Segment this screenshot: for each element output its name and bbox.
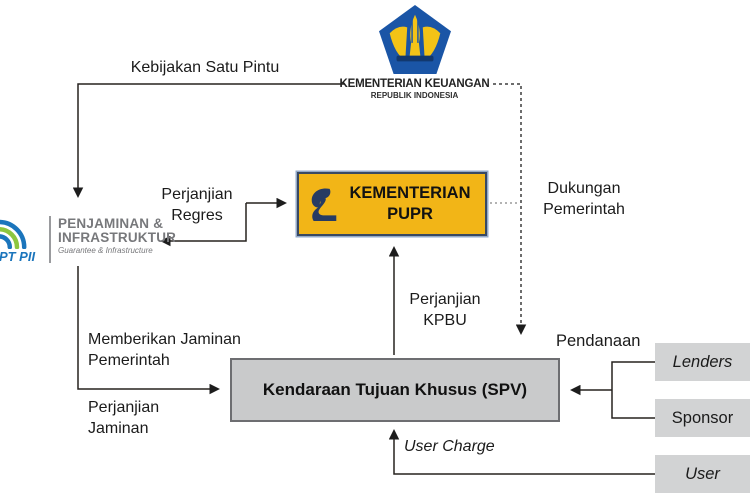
label-perjanjian-regres: Perjanjian Regres (161, 186, 233, 225)
node-spv: Kendaraan Tujuan Khusus (SPV) (230, 358, 560, 422)
kemenkeu-block: KEMENTERIAN KEUANGAN REPUBLIK INDONESIA (332, 4, 497, 100)
kemenkeu-logo-icon (378, 4, 451, 75)
ptpii-divider (49, 216, 51, 263)
node-sponsor: Sponsor (655, 399, 750, 437)
node-user: User (655, 455, 750, 493)
kemenkeu-title: KEMENTERIAN KEUANGAN (339, 78, 490, 90)
node-lenders: Lenders (655, 343, 750, 381)
pupr-label: KEMENTERIAN PUPR (349, 184, 471, 223)
label-pendanaan: Pendanaan (556, 332, 641, 350)
ptpii-abbr: PT PII (0, 249, 36, 264)
ptpii-tagline: Guarantee & Infrastructure (58, 246, 153, 256)
ptpii-logo: PT PII (0, 213, 46, 265)
label-kebijakan-satu-pintu: Kebijakan Satu Pintu (130, 59, 280, 76)
connector-dukungan-dashed-arrow (493, 83, 527, 335)
ptpii-name: PENJAMINAN & INFRASTRUKTUR (58, 216, 177, 246)
pupr-logo-icon (311, 188, 337, 221)
label-dukungan-pemerintah: Dukungan Pemerintah (543, 180, 625, 219)
label-perjanjian-jaminan: Perjanjian Jaminan (88, 399, 160, 438)
ptpii-logo-icon (0, 219, 27, 249)
kemenkeu-subtitle: REPUBLIK INDONESIA (370, 91, 459, 100)
label-user-charge: User Charge (404, 438, 495, 455)
connector-lenders-sponsor-bracket (611, 361, 655, 419)
node-kementerian-pupr: KEMENTERIAN PUPR (297, 172, 487, 236)
label-perjanjian-kpbu: Perjanjian KPBU (409, 291, 481, 330)
label-memberikan-jaminan-pemerintah: Memberikan Jaminan Pemerintah (88, 331, 241, 370)
node-pt-pii: PT PII PENJAMINAN & INFRASTRUKTUR Guaran… (0, 213, 176, 265)
